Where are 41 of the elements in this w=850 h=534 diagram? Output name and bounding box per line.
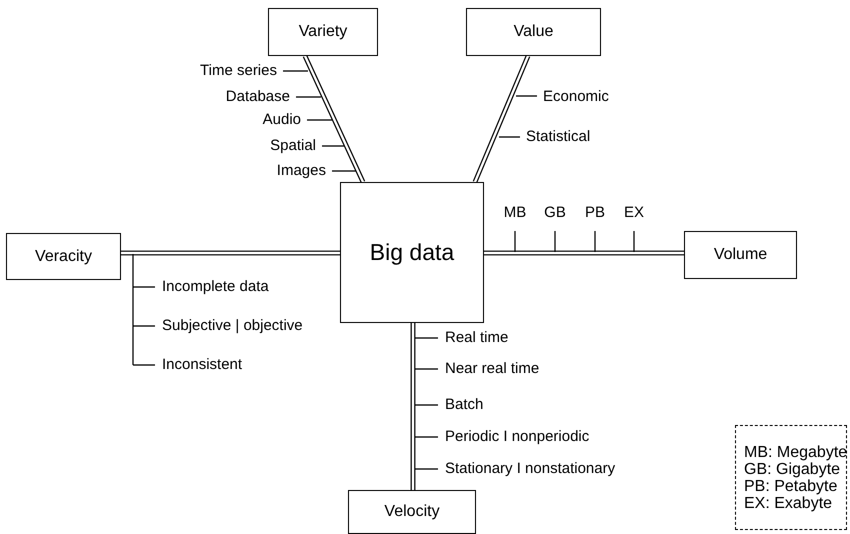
- branch-label: PB: [585, 204, 605, 222]
- branch-label: Images: [276, 162, 326, 180]
- branch-label: Audio: [262, 111, 301, 129]
- category-box: [684, 231, 797, 279]
- category-box: [466, 8, 601, 56]
- abbreviation-key-box: [735, 425, 847, 530]
- node-text: Velocity: [384, 502, 440, 522]
- node-text: MB: Megabyte: [744, 444, 848, 460]
- branch-label: Batch: [445, 396, 484, 414]
- branch-label: EX: [624, 204, 644, 222]
- branch-label: Time series: [200, 62, 277, 80]
- node-text: Veracity: [35, 246, 92, 266]
- node-text: PB: Petabyte: [744, 478, 838, 494]
- branch-label: Inconsistent: [162, 356, 242, 374]
- branch-label: Database: [226, 88, 290, 106]
- branch-label: Near real time: [445, 360, 540, 378]
- node-text: Big data: [370, 238, 454, 268]
- branch-label: Periodic I nonperiodic: [445, 428, 590, 446]
- double-connector-line: [302, 54, 366, 184]
- branch-label: Spatial: [270, 137, 316, 155]
- category-box: [348, 490, 476, 534]
- node-text: Value: [514, 22, 554, 42]
- double-connector-line: [472, 54, 530, 184]
- category-box: [340, 182, 484, 323]
- category-box: [268, 8, 378, 56]
- branch-label: Real time: [445, 329, 508, 347]
- double-connector-line: [483, 250, 685, 256]
- node-text: GB: Gigabyte: [744, 460, 840, 478]
- branch-label: Incomplete data: [162, 278, 269, 296]
- node-text: EX: Exabyte: [744, 494, 832, 512]
- branch-label: Economic: [543, 88, 609, 106]
- node-text: Volume: [714, 245, 768, 265]
- node-text: Variety: [298, 22, 348, 42]
- branch-label: MB: [504, 204, 526, 222]
- branch-label: Subjective | objective: [162, 317, 303, 335]
- branch-label: Statistical: [526, 128, 590, 146]
- double-connector-line: [120, 250, 341, 256]
- category-box: [6, 233, 121, 280]
- double-connector-line: [410, 322, 416, 491]
- branch-label: GB: [544, 204, 566, 222]
- branch-label: Stationary I nonstationary: [445, 460, 616, 478]
